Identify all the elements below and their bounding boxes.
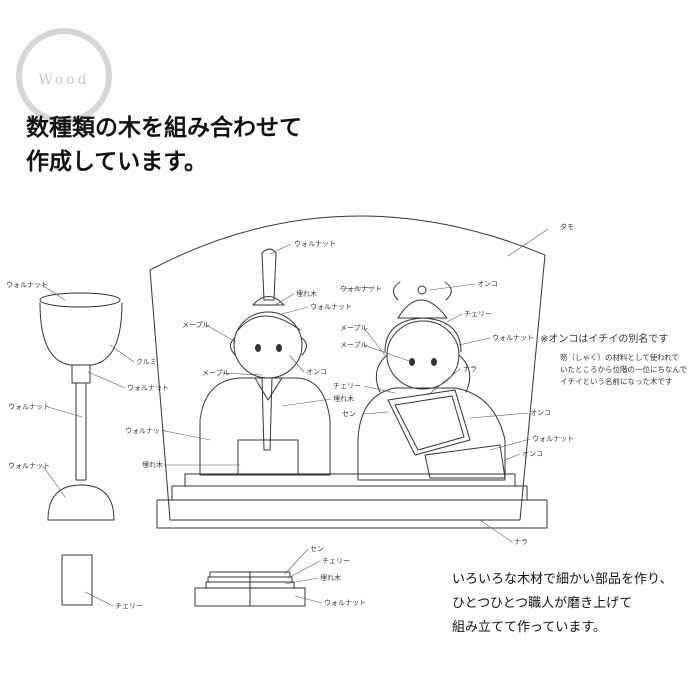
base-step-bottom (156, 499, 548, 529)
empress-fan-inner (394, 395, 465, 451)
label-nara-base: ナラ (514, 538, 528, 546)
label-cherry-stand: チェリー (322, 557, 350, 565)
label-cherry-empress-collar: チェリー (333, 382, 361, 390)
empress-eye-right (431, 358, 437, 366)
emperor-eye-left (255, 344, 261, 352)
empress-crown-leaf-right (444, 281, 452, 301)
label-maple-empress-face: メープル (340, 341, 368, 349)
emperor-cap (252, 296, 285, 306)
label-maple-empress-head: メープル (340, 324, 368, 332)
label-maple-face: メープル (202, 369, 230, 377)
label-umoregi-stand: 埋れ木 (320, 574, 341, 582)
empress-crown-ornament (417, 285, 427, 295)
empress-fan (387, 389, 471, 456)
label-onko-sleeve: オンコ (522, 450, 543, 458)
onko-note-line-1: 笏（しゃく）の材料として使われて (560, 353, 680, 362)
lantern-shade-top (39, 292, 121, 308)
headline-line-1: 数種類の木を組み合わせて (26, 114, 302, 141)
wood-badge: Wood (16, 28, 112, 124)
label-umoregi-collar: 埋れ木 (333, 395, 354, 403)
label-walnut-hat: ウォルナット (310, 303, 352, 311)
caption-line-2: ひとつひとつ職人が磨き上げて (452, 596, 633, 611)
label-maple-ear: メープル (182, 321, 210, 329)
label-walnut-sleeve: ウォルナット (532, 435, 574, 443)
emperor-shaku-scepter (261, 377, 273, 451)
empress-sleeve (424, 444, 506, 479)
label-tamo-screen: タモ (560, 223, 574, 231)
caption-line-1: いろいろな木材で細かい部品を作り、 (452, 572, 673, 587)
label-walnut-joint: ウォルナット (127, 384, 169, 392)
label-cherry-block: チェリー (115, 602, 143, 610)
label-onko-crown: オンコ (477, 280, 498, 288)
lantern-pole (75, 382, 87, 481)
emperor-face (233, 311, 303, 379)
emperor-eye-right (276, 344, 282, 352)
empress-hair-side-right (458, 354, 471, 393)
small-stand (194, 571, 306, 607)
label-walnut-crown: ウォルナット (294, 240, 336, 248)
empress-hair-side-left (375, 354, 388, 393)
label-umoregi-sash: 埋れ木 (142, 461, 163, 469)
emperor-body (199, 377, 331, 476)
leader-lines (41, 228, 549, 607)
label-sen-stand: セン (310, 545, 324, 553)
label-onko-shaku: オンコ (306, 368, 327, 376)
empress-crown (397, 299, 448, 319)
emperor-crown-tail (261, 248, 277, 301)
label-walnut-robe: ウォルナット (125, 427, 167, 435)
emperor-collar (254, 377, 283, 401)
lantern-shade (39, 302, 123, 366)
folding-screen (149, 215, 546, 521)
label-walnut-lantern-top: ウォルナット (6, 281, 48, 289)
empress-crown-leaf-left (393, 281, 401, 301)
emperor-doll (199, 248, 331, 476)
label-cherry-crown-band: チェリー (464, 310, 492, 318)
label-walnut-empress-crown: ウォルナット (340, 285, 382, 293)
label-walnut-hair: ウォルナット (492, 334, 534, 342)
label-walnut-pole: ウォルナット (8, 403, 50, 411)
cherry-block (61, 554, 93, 606)
onko-note-line-2: いたところから位階の一位にちなんで (560, 365, 688, 374)
empress-body (357, 387, 506, 481)
onko-note-line-3: イチイという名前になった木です (560, 377, 673, 386)
emperor-hair (237, 315, 301, 331)
label-umoregi-cap: 埋れ木 (296, 290, 317, 298)
label-onko-fan: オンコ (530, 409, 551, 417)
lantern-base (47, 484, 115, 521)
empress-hair (384, 317, 462, 353)
onko-note-title: ※オンコはイチイの別名です (540, 334, 669, 345)
label-sen-robe: セン (342, 410, 356, 418)
label-walnut-stand: ウォルナット (324, 599, 366, 607)
emperor-ear-left (230, 337, 236, 356)
badge-text: Wood (38, 72, 90, 88)
label-walnut-lantern-base: ウォルナット (8, 462, 50, 470)
emperor-ear-right (301, 337, 307, 356)
label-nara-fan: ナラ (463, 365, 477, 373)
caption-line-3: 組み立てて作っています。 (452, 620, 607, 635)
label-kurumi-shade: クルミ (136, 358, 157, 366)
emperor-sash (237, 439, 299, 475)
headline-line-2: 作成しています。 (26, 148, 208, 175)
lantern-joint (71, 364, 91, 384)
base-step-middle (171, 485, 528, 501)
lantern (39, 292, 123, 521)
